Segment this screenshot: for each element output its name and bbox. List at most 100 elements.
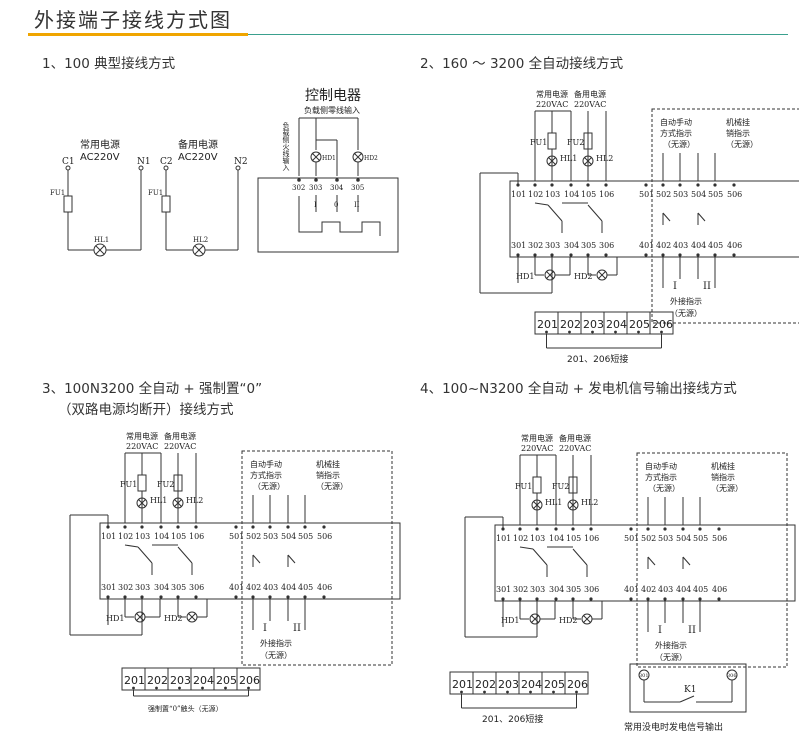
- label-pin-indicator: 销指示: [726, 128, 750, 138]
- terminal-dot: [545, 330, 548, 334]
- wire: [682, 556, 691, 566]
- terminal-box-204: [603, 311, 628, 335]
- terminal-dot: [637, 330, 640, 334]
- label-pin-indicator: 销指示: [316, 470, 340, 480]
- terminal-box-202: [472, 671, 497, 695]
- wire: [546, 271, 554, 279]
- label-force-zero: 强制置“0”触头（无源）: [148, 704, 223, 713]
- label-passive-3: （无源）: [260, 651, 292, 660]
- label-hd1: HD1: [516, 272, 534, 281]
- bottom-terminal-304: 304: [549, 585, 564, 594]
- terminal-box-205: [213, 667, 238, 691]
- label-ac220-2: AC220V: [178, 152, 218, 163]
- label-n2: N2: [234, 157, 248, 167]
- wire: [533, 501, 541, 509]
- terminal-dot: [247, 686, 250, 690]
- label-hd1: HD1: [501, 616, 519, 625]
- wire: [174, 499, 182, 507]
- bottom-terminal-dot: [286, 595, 290, 599]
- wire: [584, 157, 592, 165]
- lamp-hd1: [529, 613, 541, 625]
- terminal-dot: [591, 330, 594, 334]
- label-n1: N1: [137, 157, 151, 167]
- top-terminal-dot: [589, 527, 593, 531]
- sym-ext-ii: II: [293, 623, 301, 634]
- label-ac220-1: AC220V: [80, 152, 120, 163]
- sym-ii: II: [354, 201, 360, 209]
- wire: [647, 556, 656, 566]
- terminal-202: 202: [147, 674, 168, 687]
- bottom-terminal-401: 401: [624, 585, 639, 594]
- lamp-hl1: [546, 155, 558, 167]
- terminal-dot: [483, 690, 486, 694]
- lamp-hd2: [596, 269, 608, 281]
- top-terminal-506: 506: [712, 534, 727, 543]
- label-hl1: HL1: [560, 154, 577, 163]
- terminal-203: 203: [498, 678, 519, 691]
- top-terminal-102: 102: [528, 190, 543, 199]
- bottom-terminal-403: 403: [658, 585, 673, 594]
- top-terminal-502: 502: [246, 532, 261, 541]
- label-fu2: FU2: [567, 138, 584, 147]
- label-common-power: 常用电源: [126, 431, 158, 441]
- wire: [531, 615, 539, 623]
- label-passive-1: （无源）: [663, 140, 695, 149]
- label-220vac-1: 220VAC: [126, 442, 158, 451]
- top-terminal-506: 506: [317, 532, 332, 541]
- wire: [662, 212, 671, 222]
- section-4-title: 4、100~N3200 全自动 + 发电机信号输出接线方式: [420, 381, 737, 397]
- bottom-terminal-404: 404: [281, 583, 296, 592]
- bottom-terminal-dot: [663, 597, 667, 601]
- label-hl2: HL2: [186, 496, 203, 505]
- label-passive-1: （无源）: [648, 484, 680, 493]
- bottom-terminal-dot: [106, 595, 110, 599]
- top-terminal-dot: [678, 183, 682, 187]
- sym-i: I: [314, 201, 317, 209]
- label-short-201-206-s4: 201、206短接: [482, 713, 543, 725]
- label-auto-manual: 自动手动: [645, 461, 677, 471]
- top-terminal-505: 505: [298, 532, 313, 541]
- bottom-terminal-402: 402: [641, 585, 656, 594]
- terminal-205: 205: [544, 678, 565, 691]
- top-terminal-dot: [586, 183, 590, 187]
- label-hl1: HL1: [150, 496, 167, 505]
- terminal-box-204: [518, 671, 543, 695]
- bottom-terminal-dot: [176, 595, 180, 599]
- terminal-201: 201: [124, 674, 145, 687]
- top-terminal-105: 105: [581, 190, 596, 199]
- terminal-dot: [529, 690, 532, 694]
- indicator-dashed-box: [651, 108, 799, 324]
- top-terminal-104: 104: [549, 534, 564, 543]
- bottom-terminal-402: 402: [656, 241, 671, 250]
- wire: [697, 212, 706, 222]
- bottom-terminal-dot: [194, 595, 198, 599]
- bottom-terminal-403: 403: [263, 583, 278, 592]
- terminal-box-202: [557, 311, 582, 335]
- terminal-206: 206: [239, 674, 260, 687]
- sym-ext-i: I: [658, 625, 662, 636]
- terminal-box-201: [121, 667, 146, 691]
- bottom-terminal-304: 304: [564, 241, 579, 250]
- wire: [136, 613, 144, 621]
- top-terminal-dot: [554, 527, 558, 531]
- bottom-terminal-dot: [646, 597, 650, 601]
- sym-ext-ii: II: [688, 625, 696, 636]
- label-load-neutral-input: 负载侧零线输入: [304, 105, 360, 115]
- label-fu1-right: FU1: [148, 189, 163, 197]
- lamp-hl1: [136, 497, 148, 509]
- top-terminal-dot: [644, 183, 648, 187]
- bottom-terminal-304: 304: [154, 583, 169, 592]
- bottom-terminal-dot: [604, 253, 608, 257]
- top-terminal-dot: [234, 525, 238, 529]
- top-terminal-dot: [533, 183, 537, 187]
- label-k1: K1: [684, 685, 696, 695]
- label-passive-1: （无源）: [253, 482, 285, 491]
- top-terminal-506: 506: [727, 190, 742, 199]
- terminal-205: 205: [216, 674, 237, 687]
- label-c2: C2: [160, 157, 173, 167]
- top-terminal-505: 505: [693, 534, 708, 543]
- bottom-terminal-dot: [589, 597, 593, 601]
- terminal-box-204: [190, 667, 215, 691]
- label-hl2: HL2: [193, 236, 208, 244]
